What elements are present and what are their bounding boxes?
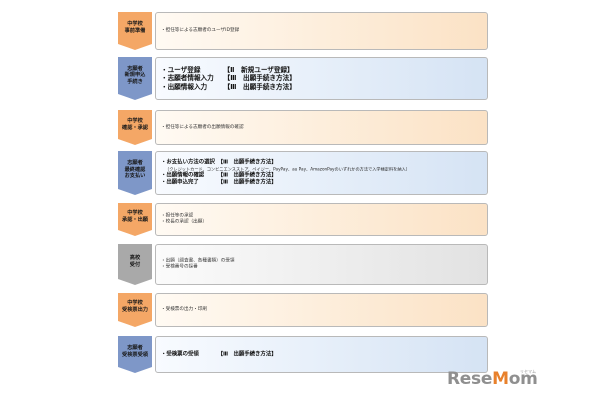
chevron-down-shape <box>118 244 152 285</box>
chevron-down-shape <box>118 151 152 195</box>
chevron-down-shape <box>118 12 152 50</box>
logo-text-accent: M <box>492 369 509 389</box>
step-panel: ・受検票の出力・印刷 <box>155 293 488 327</box>
step-line: ・お支払い方法の選択 【Ⅲ 出願手続き方法】 <box>161 159 277 166</box>
flow-step: 中学校 事前準備 ・担任等による志願者のユーザID登録 <box>118 12 488 50</box>
step-line: ・出願（調査書、各種書類）の受領 <box>161 258 235 264</box>
step-line: （クレジットカード、コンビニエンスストア、ペイジー、PayPay、au Pay、… <box>165 166 410 172</box>
step-line: ・担任等の承認 <box>161 213 194 219</box>
step-tag: 高校 受付 <box>118 244 152 285</box>
step-tag-label: 中学校 承認・出願 <box>122 209 148 223</box>
step-line: ・担任等による志願者のユーザID登録 <box>161 27 240 33</box>
step-tag-label: 高校 受付 <box>129 254 141 268</box>
step-tag: 中学校 承認・出願 <box>118 203 152 236</box>
flow-step: 志願者 新規申込 手続き・ユーザ登録 【Ⅱ 新規ユーザ登録】・志願者情報入力 【… <box>118 57 488 100</box>
step-tag-label: 中学校 受検票出力 <box>122 300 148 313</box>
step-line: ・受検番号の採番 <box>161 264 198 270</box>
chevron-down-shape <box>118 57 152 100</box>
logo-text-post: om <box>508 369 538 389</box>
step-tag: 志願者 新規申込 手続き <box>118 57 152 100</box>
step-tag-label: 志願者 新規申込 手続き <box>124 65 146 85</box>
flow-step: 志願者 最終確認 お支払い・お支払い方法の選択 【Ⅲ 出願手続き方法】（クレジッ… <box>118 151 488 195</box>
step-panel: ・お支払い方法の選択 【Ⅲ 出願手続き方法】（クレジットカード、コンビニエンスス… <box>155 151 488 195</box>
step-tag-label: 中学校 事前準備 <box>124 21 146 34</box>
step-line: ・受検票の出力・印刷 <box>161 306 207 312</box>
logo-text-pre: Rese <box>447 369 493 389</box>
chevron-down-shape <box>118 110 152 145</box>
step-line: ・志願者情報入力 【Ⅲ 出願手続き方法】 <box>161 74 296 83</box>
step-line: ・出願情報の確認 【Ⅲ 出願手続き方法】 <box>161 172 277 179</box>
chevron-down-shape <box>118 336 152 373</box>
step-panel: ・担任等による志願者の出願情報の確認 <box>155 110 488 145</box>
flow-step: 高校 受付 ・出願（調査書、各種書類）の受領・受検番号の採番 <box>118 244 488 285</box>
step-tag: 志願者 受検票受領 <box>118 336 152 373</box>
step-line: ・校長の承認（出願） <box>161 219 207 225</box>
flow-step: 中学校 受検票出力 ・受検票の出力・印刷 <box>118 293 488 327</box>
step-panel: ・ユーザ登録 【Ⅱ 新規ユーザ登録】・志願者情報入力 【Ⅲ 出願手続き方法】・出… <box>155 57 488 100</box>
step-line: ・ユーザ登録 【Ⅱ 新規ユーザ登録】 <box>161 65 294 74</box>
step-tag: 中学校 受検票出力 <box>118 293 152 327</box>
chevron-down-shape <box>118 293 152 327</box>
resemom-logo: ReseMom <box>447 369 538 389</box>
flow-step: 志願者 受検票受領 ・受検票の受領 【Ⅲ 出願手続き方法】 <box>118 336 488 373</box>
step-line: ・出願情報入力 【Ⅲ 出願手続き方法】 <box>161 82 296 91</box>
step-tag: 中学校 事前準備 <box>118 12 152 50</box>
step-line: ・受検票の受領 【Ⅲ 出願手続き方法】 <box>161 350 277 357</box>
step-tag: 中学校 確認・承認 <box>118 110 152 145</box>
step-panel: ・受検票の受領 【Ⅲ 出願手続き方法】 <box>155 336 488 373</box>
step-line: ・出願申込完了 【Ⅲ 出願手続き方法】 <box>161 179 277 186</box>
step-tag-label: 志願者 最終確認 お支払い <box>124 160 146 180</box>
logo-subtitle: リセマム <box>520 369 536 374</box>
step-panel: ・出願（調査書、各種書類）の受領・受検番号の採番 <box>155 244 488 285</box>
step-panel: ・担任等による志願者のユーザID登録 <box>155 12 488 50</box>
step-tag: 志願者 最終確認 お支払い <box>118 151 152 195</box>
step-tag-label: 志願者 受検票受領 <box>122 344 148 358</box>
step-line: ・担任等による志願者の出願情報の確認 <box>161 124 244 130</box>
flow-step: 中学校 確認・承認・担任等による志願者の出願情報の確認 <box>118 110 488 145</box>
step-tag-label: 中学校 確認・承認 <box>122 117 148 131</box>
chevron-down-shape <box>118 203 152 236</box>
step-panel: ・担任等の承認・校長の承認（出願） <box>155 203 488 236</box>
flow-step: 中学校 承認・出願・担任等の承認・校長の承認（出願） <box>118 203 488 236</box>
